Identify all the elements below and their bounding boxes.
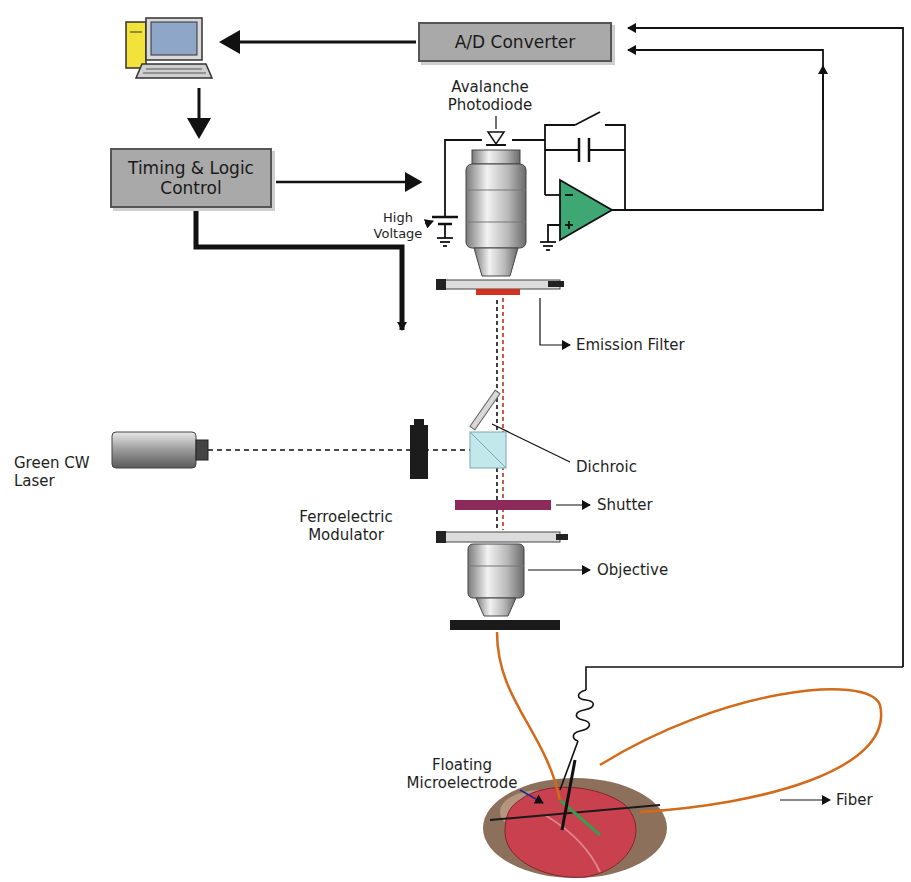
ferroelectric-modulator: [410, 419, 428, 479]
emission-filter: [476, 289, 520, 295]
dichroic-plate: [470, 390, 500, 429]
computer-icon: [126, 18, 212, 78]
signal-wires: [196, 28, 903, 667]
leader-lines: [492, 298, 830, 800]
light-beams: [208, 298, 503, 530]
electrode-wire: [520, 667, 903, 830]
part-label: Shutter: [597, 496, 717, 514]
part-label: Dichroic: [576, 458, 696, 476]
part-label: Floating Microelectrode: [404, 756, 520, 792]
part-label: Objective: [597, 561, 717, 579]
heart: [483, 778, 667, 878]
part-label: High Voltage: [370, 210, 426, 241]
part-label: Ferroelectric Modulator: [284, 508, 408, 544]
amplifier-circuit: [425, 112, 625, 250]
box-label: Timing & Logic Control: [120, 158, 262, 199]
part-label: Emission Filter: [576, 336, 736, 354]
process-box: A/D Converter: [418, 22, 612, 62]
laser: [112, 432, 208, 468]
optical-fiber: [497, 632, 881, 812]
objective: [436, 531, 568, 630]
beam-splitter: [470, 432, 506, 468]
box-label: A/D Converter: [455, 32, 576, 52]
detector-objective: [436, 150, 564, 295]
part-label: Green CW Laser: [14, 454, 114, 490]
part-label: Fiber: [836, 791, 900, 809]
part-label: Avalanche Photodiode: [430, 78, 550, 114]
process-box: Timing & Logic Control: [110, 148, 272, 208]
shutter: [455, 500, 551, 510]
